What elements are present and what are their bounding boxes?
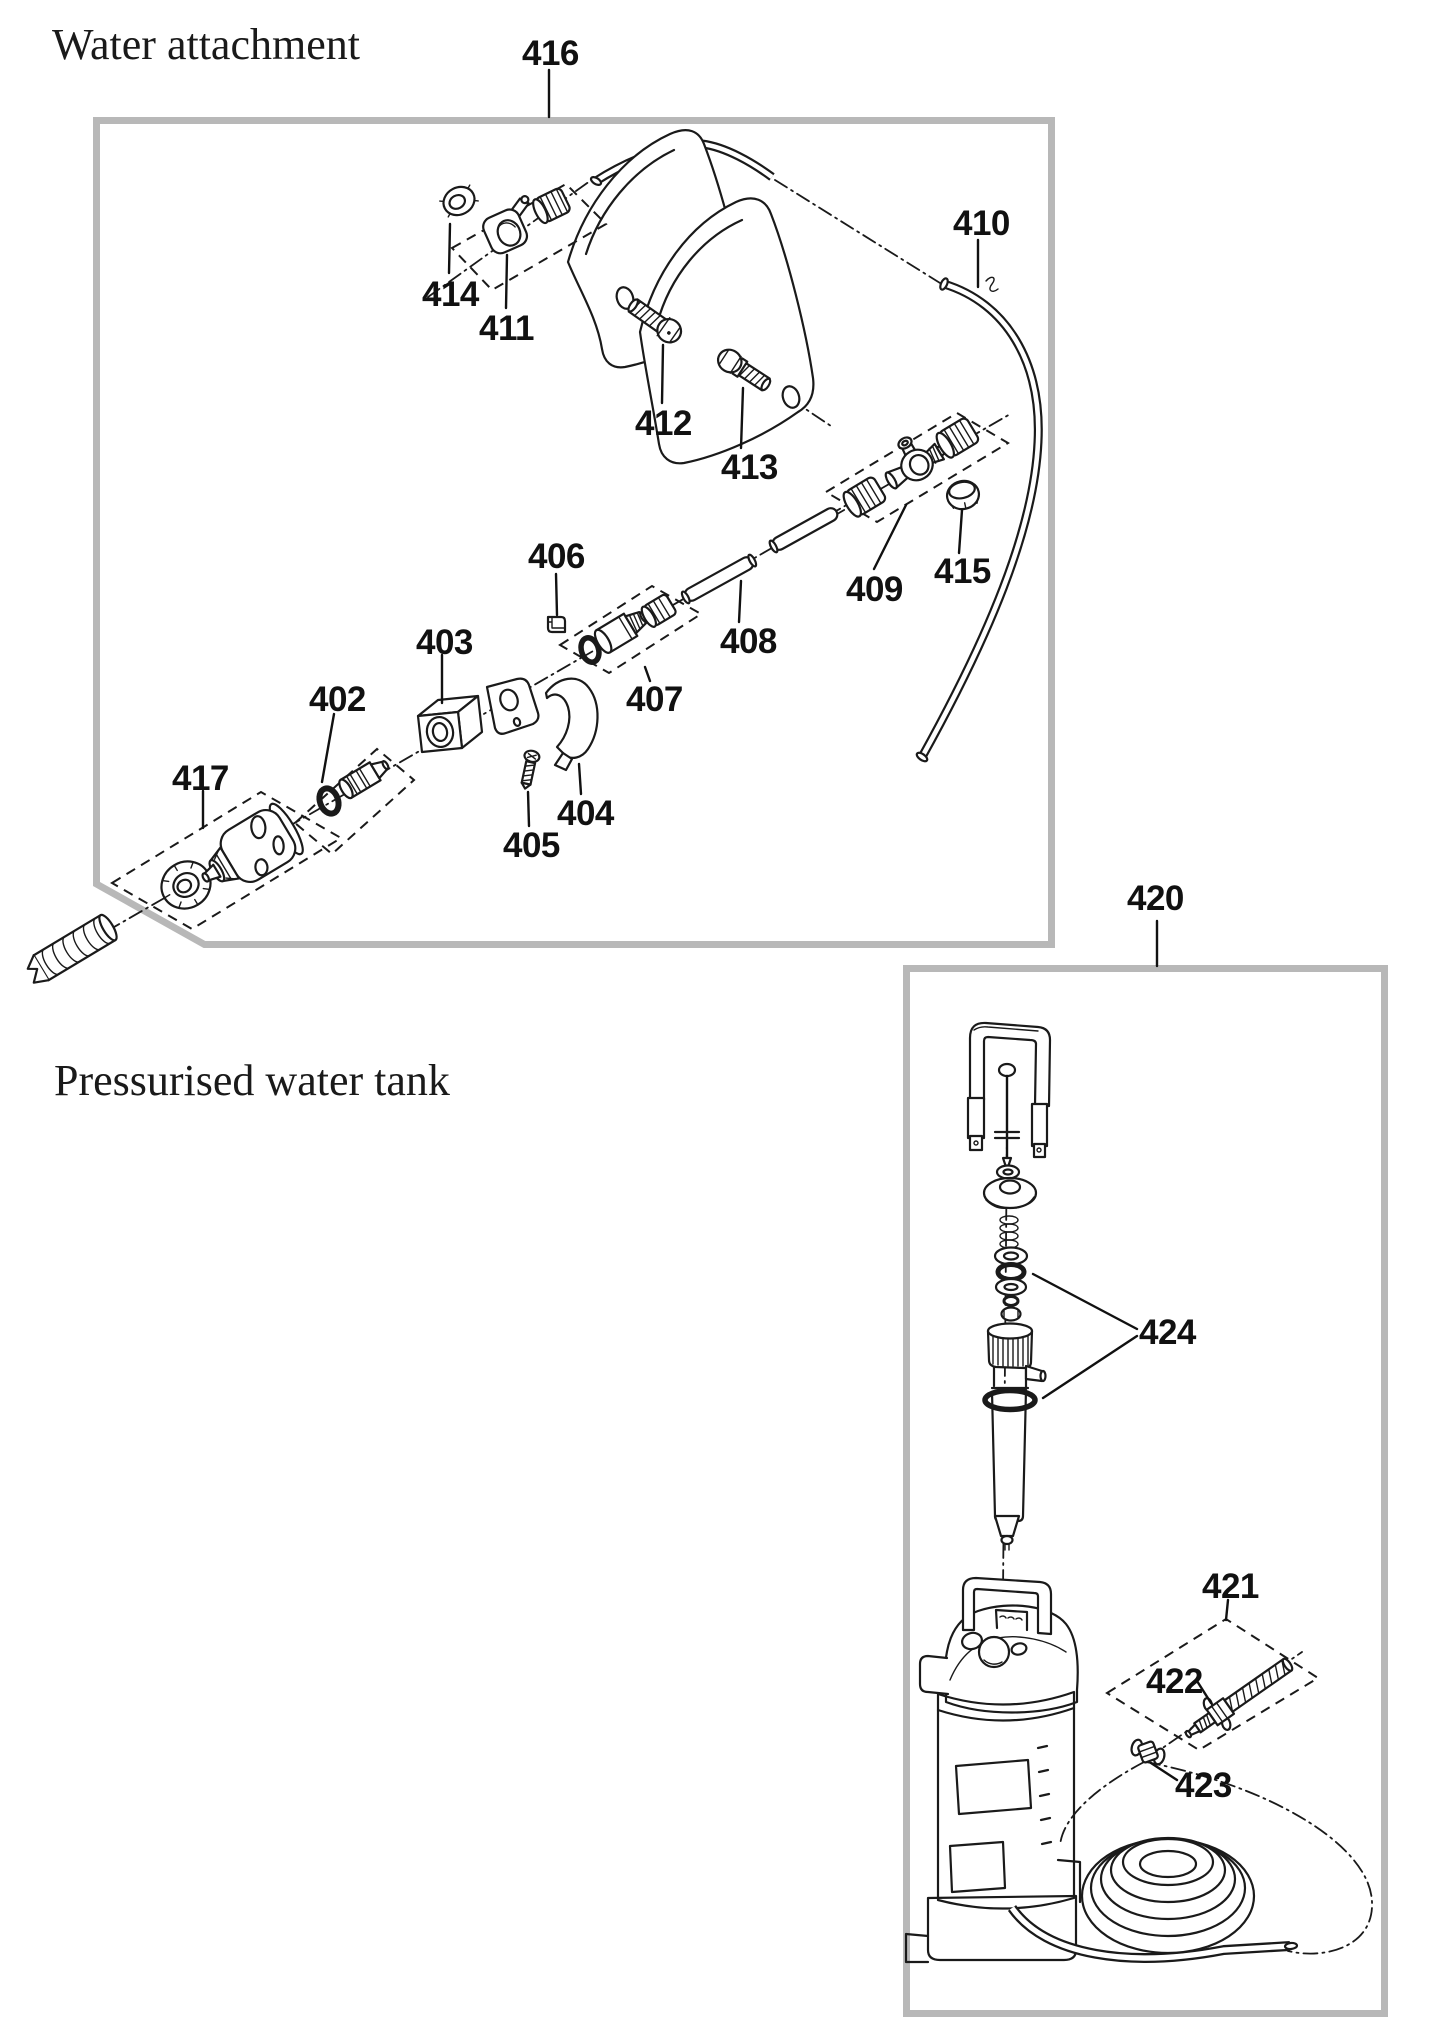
- water-tank-frame: [903, 965, 1388, 2017]
- part-label-405: 405: [503, 826, 560, 865]
- pump-cylinder: [982, 1322, 1047, 1551]
- part-415-cap-nut: [945, 479, 981, 511]
- callout-leader-lines: [201, 68, 1230, 1782]
- part-label-424: 424: [1139, 1313, 1196, 1352]
- part-label-413: 413: [721, 448, 778, 487]
- part-label-412: 412: [635, 404, 692, 443]
- part-411-elbow-fitting: [482, 195, 530, 255]
- part-label-410: 410: [953, 204, 1010, 243]
- part-407-knurled-nut: [640, 593, 677, 628]
- part-424-seal-stack: [993, 1246, 1029, 1322]
- part-404-clamp: [485, 677, 599, 772]
- water-tube-410: [915, 276, 1043, 763]
- part-417-ring-nut: [160, 860, 212, 910]
- part-label-422: 422: [1146, 1662, 1203, 1701]
- part-label-407: 407: [626, 680, 683, 719]
- part-411-knurled-nut: [532, 187, 571, 225]
- pump-handle: [966, 1021, 1052, 1159]
- part-417-coupler-body: [201, 802, 304, 883]
- part-label-408: 408: [720, 622, 777, 661]
- part-409-knurled-nut-right: [935, 417, 980, 459]
- part-label-420: 420: [1127, 879, 1184, 918]
- part-414-nut: [439, 184, 479, 218]
- part-422-lance: [1184, 1657, 1294, 1739]
- part-423-clip: [1130, 1738, 1166, 1766]
- part-407-o-ring: [578, 635, 602, 665]
- part-label-417: 417: [172, 759, 229, 798]
- part-label-404: 404: [557, 794, 614, 833]
- part-label-423: 423: [1175, 1766, 1232, 1805]
- supply-hose-stub: [26, 913, 118, 984]
- water-attachment-frame: [93, 117, 1055, 948]
- part-402-nipple: [338, 760, 390, 800]
- hose-coil: [1080, 1836, 1256, 1955]
- part-412-screw: [627, 298, 683, 344]
- part-label-406: 406: [528, 537, 585, 576]
- section-title-water-attachment: Water attachment: [52, 20, 360, 69]
- tank-body: [904, 1576, 1082, 1964]
- section-title-pressurised-water-tank: Pressurised water tank: [54, 1056, 450, 1105]
- part-403-coupler-block: [416, 694, 484, 754]
- part-label-421: 421: [1202, 1567, 1259, 1606]
- part-405-screw: [520, 749, 541, 790]
- part-402-o-ring: [316, 785, 342, 817]
- part-label-415: 415: [934, 552, 991, 591]
- part-label-402: 402: [309, 680, 366, 719]
- guard-plate-right: [638, 197, 815, 465]
- tube-clip-mark: [985, 276, 999, 292]
- part-label-411: 411: [479, 309, 534, 348]
- part-label-403: 403: [416, 623, 473, 662]
- pump-rod-and-valve: [982, 1074, 1038, 1249]
- part-409-knurled-nut-left: [842, 476, 887, 518]
- part-406-clip: [546, 615, 567, 634]
- tank-hose: [1007, 1904, 1299, 1963]
- part-413-screw: [716, 348, 772, 392]
- part-label-409: 409: [846, 570, 903, 609]
- part-label-416: 416: [522, 34, 579, 73]
- part-408-pipe: [680, 507, 839, 605]
- part-label-414: 414: [422, 275, 479, 314]
- plate-screw-hole: [781, 385, 801, 409]
